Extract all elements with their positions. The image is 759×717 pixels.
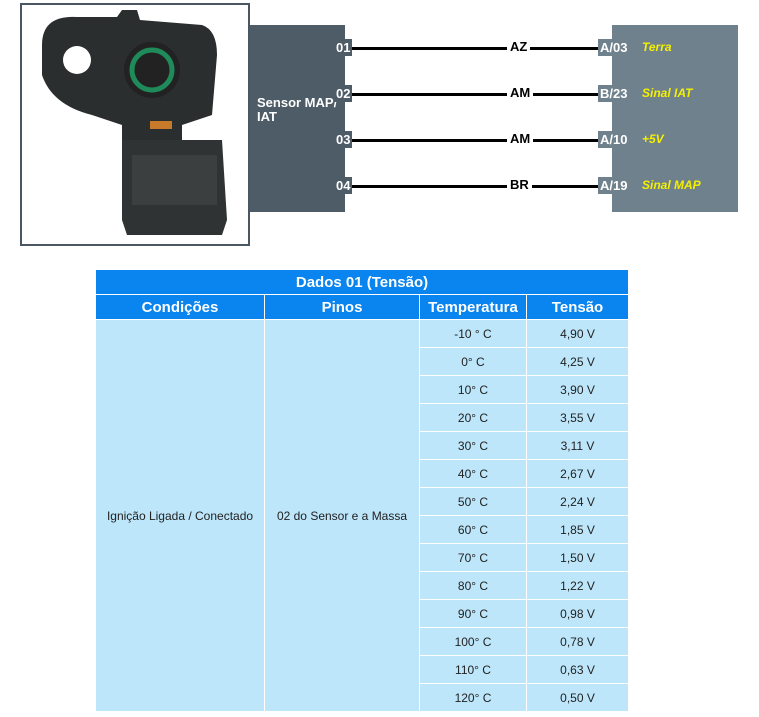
temperature-cell: 60° C <box>420 516 526 543</box>
voltage-cell: 0,50 V <box>527 684 628 711</box>
temperature-cell: 30° C <box>420 432 526 459</box>
pins-cell: 02 do Sensor e a Massa <box>265 320 419 711</box>
voltage-cell: 2,67 V <box>527 460 628 487</box>
condition-cell: Ignição Ligada / Conectado <box>96 320 264 711</box>
ecu-pin: A/03 <box>598 39 630 56</box>
voltage-cell: 0,78 V <box>527 628 628 655</box>
voltage-cell: 3,90 V <box>527 376 628 403</box>
temperature-cell: 10° C <box>420 376 526 403</box>
voltage-cell: 4,90 V <box>527 320 628 347</box>
sensor-pin: 04 <box>334 177 353 194</box>
temperature-cell: 120° C <box>420 684 526 711</box>
temperature-cell: 90° C <box>420 600 526 627</box>
signal-label: +5V <box>642 132 664 146</box>
header-pinos: Pinos <box>265 295 419 319</box>
temperature-cell: -10 ° C <box>420 320 526 347</box>
temperature-cell: 0° C <box>420 348 526 375</box>
ecu-pin: A/19 <box>598 177 630 194</box>
voltage-cell: 1,50 V <box>527 544 628 571</box>
wire-color: BR <box>507 177 532 192</box>
voltage-cell: 1,22 V <box>527 572 628 599</box>
ecu-pin: B/23 <box>598 85 630 102</box>
wire-color: AM <box>507 85 534 100</box>
temperature-cell: 80° C <box>420 572 526 599</box>
temperature-cell: 100° C <box>420 628 526 655</box>
voltage-cell: 0,63 V <box>527 656 628 683</box>
sensor-photo <box>20 3 250 246</box>
wire-line <box>352 93 598 96</box>
temperature-cell: 40° C <box>420 460 526 487</box>
signal-label: Terra <box>642 40 672 54</box>
sensor-pin: 03 <box>334 131 353 148</box>
voltage-cell: 1,85 V <box>527 516 628 543</box>
wire-color: AZ <box>507 39 531 54</box>
header-temperatura: Temperatura <box>420 295 526 319</box>
temperature-cell: 110° C <box>420 656 526 683</box>
voltage-table: Dados 01 (Tensão) Condições Pinos Temper… <box>95 269 629 712</box>
voltage-cell: 0,98 V <box>527 600 628 627</box>
ecu-pin: A/10 <box>598 131 630 148</box>
wire-color: AM <box>507 131 534 146</box>
temperature-cell: 70° C <box>420 544 526 571</box>
voltage-cell: 3,11 V <box>527 432 628 459</box>
sensor-block: Sensor MAP/ IAT <box>250 25 345 212</box>
sensor-pin: 01 <box>334 39 353 56</box>
wire-line <box>352 139 598 142</box>
header-tensao: Tensão <box>527 295 628 319</box>
temperature-cell: 50° C <box>420 488 526 515</box>
voltage-cell: 4,25 V <box>527 348 628 375</box>
voltage-cell: 3,55 V <box>527 404 628 431</box>
sensor-pin: 02 <box>334 85 353 102</box>
temperature-cell: 20° C <box>420 404 526 431</box>
sensor-label: Sensor MAP/ IAT <box>257 95 338 124</box>
header-condicoes: Condições <box>96 295 264 319</box>
signal-label: Sinal IAT <box>642 86 693 100</box>
table-title: Dados 01 (Tensão) <box>96 270 628 294</box>
wire-line <box>352 47 598 50</box>
voltage-cell: 2,24 V <box>527 488 628 515</box>
wire-line <box>352 185 598 188</box>
signal-label: Sinal MAP <box>642 178 701 192</box>
ecu-block <box>612 25 738 212</box>
